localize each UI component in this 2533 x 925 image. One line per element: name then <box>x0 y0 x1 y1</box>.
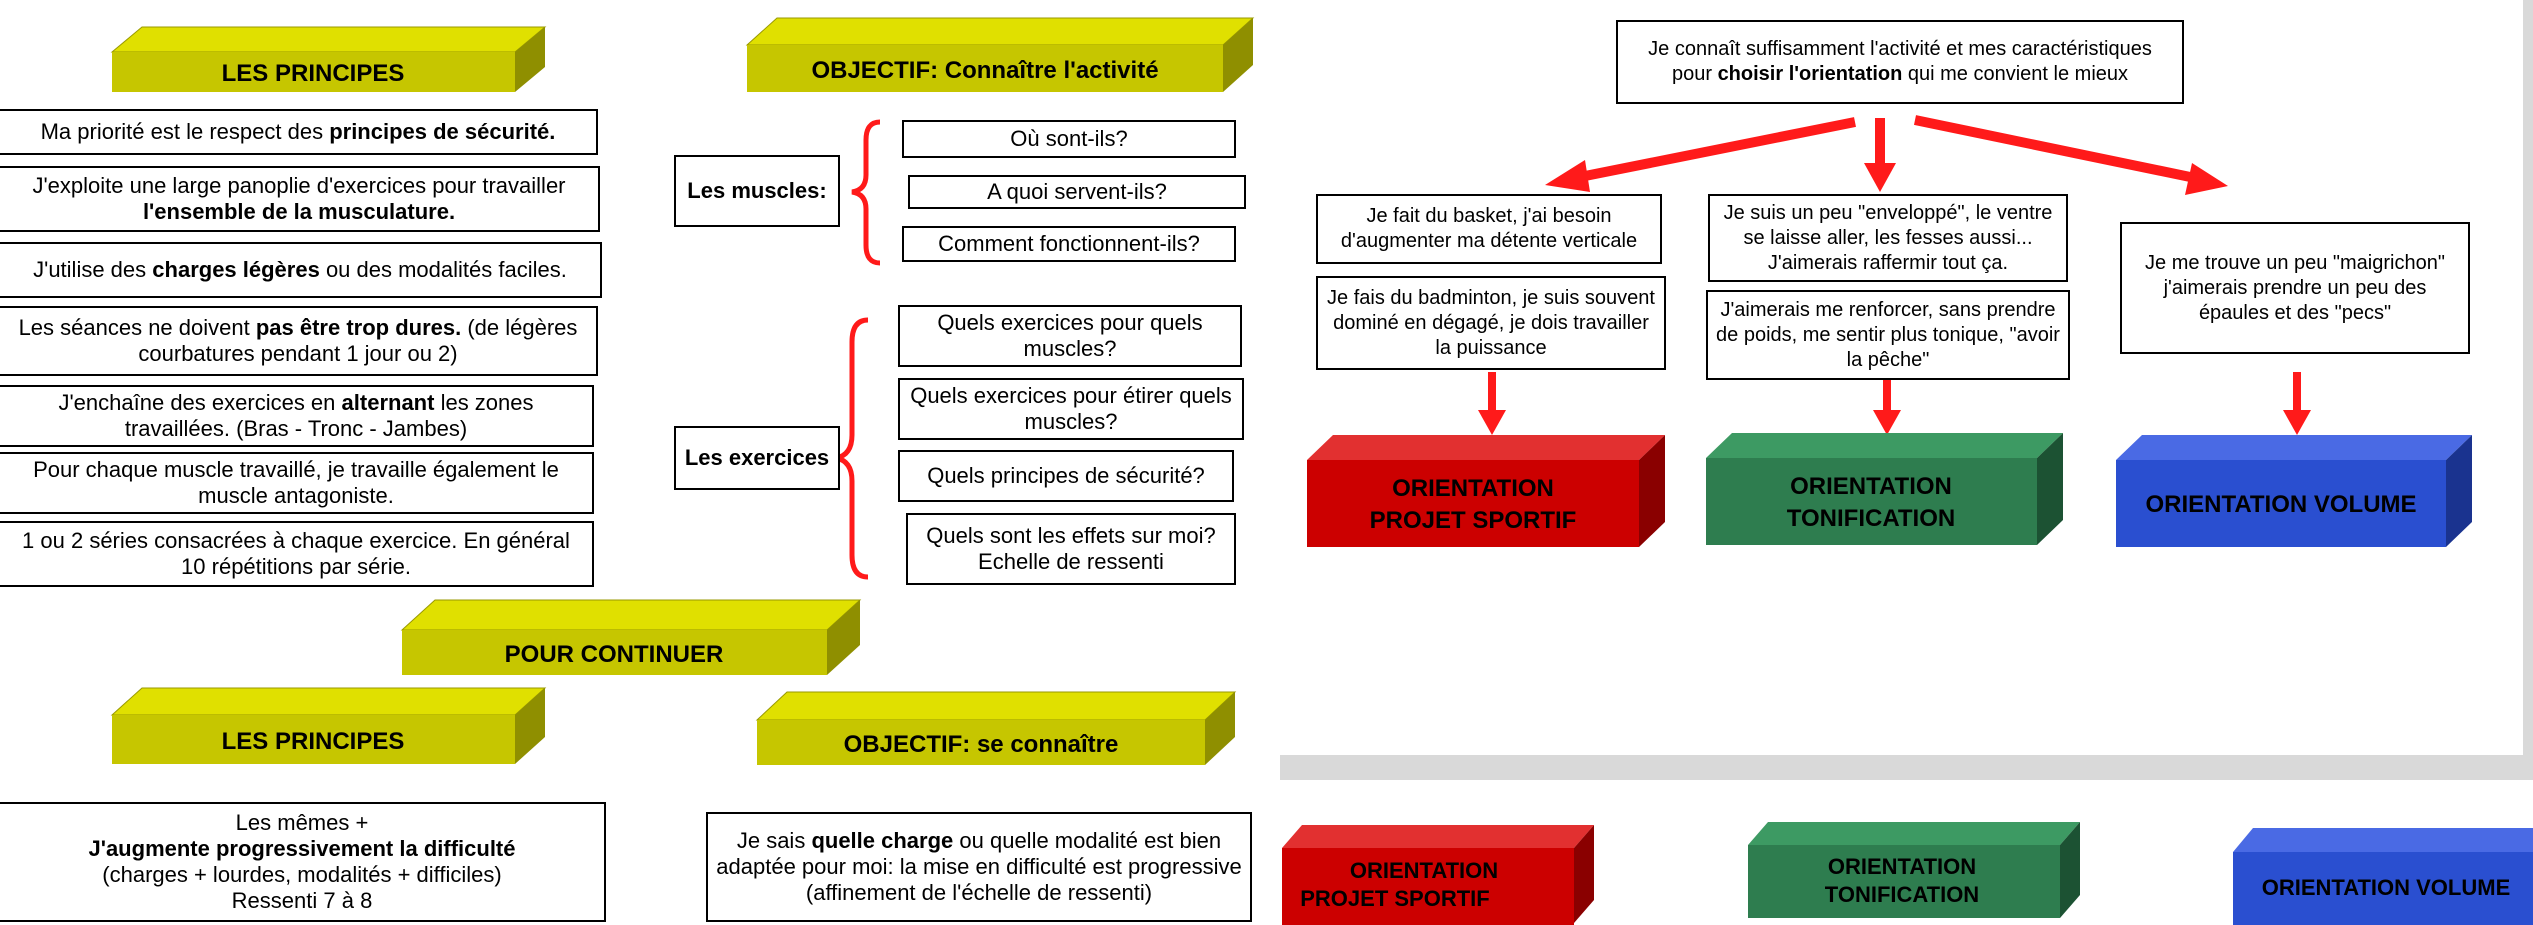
arrows-top <box>1545 115 2228 195</box>
principle-2: J'exploite une large panoplie d'exercice… <box>0 166 600 232</box>
principle-4: Les séances ne doivent pas être trop dur… <box>0 306 598 376</box>
bottom-orient2-line2: TONIFICATION <box>1825 882 1979 907</box>
col2-box-1: Je suis un peu "enveloppé", le ventre se… <box>1708 194 2068 282</box>
bottom-orientation-tonification: ORIENTATION TONIFICATION <box>1748 822 2080 918</box>
orient3-line1: ORIENTATION VOLUME <box>2145 491 2416 518</box>
orientation-projet-sportif-block: ORIENTATION PROJET SPORTIF <box>1307 435 1665 547</box>
header-continuer: POUR CONTINUER <box>400 599 862 675</box>
arrows-down <box>1478 372 2311 435</box>
bottom-orientation-projet-sportif: ORIENTATION PROJET SPORTIF <box>1282 825 1594 925</box>
orientation-volume-block: ORIENTATION VOLUME <box>2116 435 2472 547</box>
brace-muscles <box>851 119 881 266</box>
orientation-tonification-block: ORIENTATION TONIFICATION <box>1706 433 2063 545</box>
bottom-principes-box: Les mêmes + J'augmente progressivement l… <box>0 802 606 922</box>
bottom-orient2-line1: ORIENTATION <box>1828 854 1976 879</box>
header-principes-2: LES PRINCIPES <box>110 687 547 764</box>
exercices-item-1: Quels exercices pour quels muscles? <box>898 305 1242 367</box>
muscles-item-2: A quoi servent-ils? <box>908 175 1246 209</box>
header-principes-text: LES PRINCIPES <box>222 60 405 87</box>
exercices-item-4: Quels sont les effets sur moi? Echelle d… <box>906 513 1236 585</box>
header-objectif-2: OBJECTIF: se connaître <box>755 691 1237 765</box>
col1-box-1: Je fait du basket, j'ai besoin d'augment… <box>1316 194 1662 264</box>
col3-box-1: Je me trouve un peu "maigrichon" j'aimer… <box>2120 222 2470 354</box>
bottom-orient1-line2: PROJET SPORTIF <box>1300 886 1489 911</box>
muscles-item-1: Où sont-ils? <box>902 120 1236 158</box>
muscles-item-3: Comment fonctionnent-ils? <box>902 226 1236 262</box>
orient1-line2: PROJET SPORTIF <box>1370 507 1577 534</box>
header-objectif: OBJECTIF: Connaître l'activité <box>745 17 1255 92</box>
exercices-label: Les exercices <box>674 426 840 490</box>
col1-box-2: Je fais du badminton, je suis souvent do… <box>1316 276 1666 370</box>
exercices-item-3: Quels principes de sécurité? <box>898 450 1234 502</box>
principle-1: Ma priorité est le respect des principes… <box>0 109 598 155</box>
principle-5: J'enchaîne des exercices en alternant le… <box>0 385 594 447</box>
muscles-label: Les muscles: <box>674 155 840 227</box>
bottom-orientation-volume: ORIENTATION VOLUME <box>2233 828 2533 925</box>
header-objectif-2-text: OBJECTIF: se connaître <box>844 731 1119 758</box>
bottom-orient3-line1: ORIENTATION VOLUME <box>2262 875 2511 900</box>
exercices-item-2: Quels exercices pour étirer quels muscle… <box>898 378 1244 440</box>
brace-exercices <box>835 317 869 580</box>
orient2-line1: ORIENTATION <box>1790 473 1952 500</box>
bottom-orient1-line1: ORIENTATION <box>1350 858 1498 883</box>
choose-orientation-box: Je connaît suffisamment l'activité et me… <box>1616 20 2184 104</box>
principle-3: J'utilise des charges légères ou des mod… <box>0 242 602 298</box>
orient2-line2: TONIFICATION <box>1787 505 1955 532</box>
principle-6: Pour chaque muscle travaillé, je travail… <box>0 452 594 514</box>
header-continuer-text: POUR CONTINUER <box>505 641 724 668</box>
header-principes: LES PRINCIPES <box>110 26 547 92</box>
bottom-objectif-box: Je sais quelle charge ou quelle modalité… <box>706 812 1252 922</box>
col2-box-2: J'aimerais me renforcer, sans prendre de… <box>1706 290 2070 380</box>
orient1-line1: ORIENTATION <box>1392 475 1554 502</box>
header-objectif-text: OBJECTIF: Connaître l'activité <box>811 57 1158 84</box>
header-principes-2-text: LES PRINCIPES <box>222 728 405 755</box>
principle-7: 1 ou 2 séries consacrées à chaque exerci… <box>0 521 594 587</box>
